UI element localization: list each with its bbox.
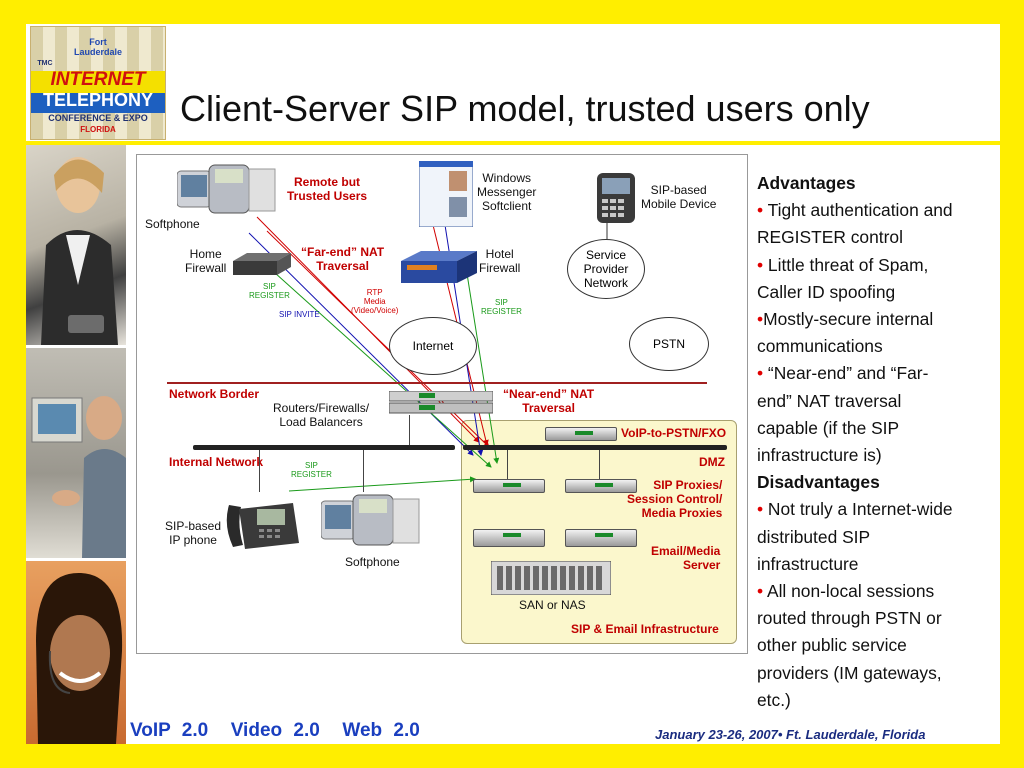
home-firewall-icon: [233, 251, 291, 277]
photo-woman-headset: [26, 561, 126, 744]
hotel-firewall-label: Hotel Firewall: [479, 247, 521, 275]
advantage-text-2: Little threat of Spam, Caller ID spoofin…: [757, 254, 929, 302]
voip-pstn-label: VoIP-to-PSTN/FXO: [621, 426, 727, 440]
internal-network-label: Internal Network: [169, 455, 264, 469]
footer-tagline: VoIP 2.0 Video 2.0 Web 2.0: [130, 720, 420, 741]
photo-strip: [26, 145, 126, 744]
advantage-text-1: Tight authentication and REGISTER contro…: [757, 200, 953, 248]
sip-invite-label: SIP INVITE: [279, 310, 320, 319]
disadvantages-heading: Disadvantages: [757, 472, 880, 493]
disadvantage-item-2: • All non-local sessions routed through …: [757, 578, 962, 714]
man-computer-illustration: [31, 396, 126, 558]
router-stack-icon: [388, 390, 494, 415]
advantage-item-2: • Little threat of Spam, Caller ID spoof…: [757, 252, 962, 306]
advantage-item-3: •Mostly-secure internal communications: [757, 306, 962, 360]
softphone-bottom-label: Softphone: [345, 555, 400, 569]
slide-title: Client-Server SIP model, trusted users o…: [180, 88, 870, 129]
logo-telephony: TELEPHONY: [42, 90, 153, 110]
near-end-nat-label: “Near-end” NAT Traversal: [503, 387, 595, 415]
ip-phone-icon: [223, 495, 301, 551]
logo-fort: Fort: [89, 37, 107, 47]
advantage-text-4: “Near-end” and “Far-end” NAT traversal c…: [757, 363, 929, 466]
dmz-label: DMZ: [699, 455, 725, 469]
email-server-1: [473, 529, 545, 547]
advantage-text-3: Mostly-secure internal communications: [757, 309, 934, 357]
routers-label: Routers/Firewalls/ Load Balancers: [273, 401, 370, 429]
softphone-bottom-icon: [320, 493, 421, 549]
sip-register-label-1: SIP REGISTER: [249, 282, 290, 300]
softphone-top-icon: [176, 163, 277, 215]
far-end-green-line: [254, 254, 492, 468]
footer-date-location: January 23-26, 2007• Ft. Lauderdale, Flo…: [655, 727, 926, 742]
network-border-label: Network Border: [169, 387, 260, 401]
dmz-bar: [463, 445, 727, 450]
pstn-cloud: PSTN: [629, 317, 709, 371]
title-rule: [26, 141, 1000, 145]
internal-drop-2: [363, 450, 364, 492]
logo-lauderdale: Lauderdale: [73, 47, 122, 57]
bullet-dot: •: [757, 581, 764, 602]
photo-man-computer: [26, 348, 126, 558]
sip-register-label-3: SIP REGISTER: [291, 461, 332, 479]
sip-ip-phone-label: SIP-based IP phone: [165, 519, 222, 547]
bullet-dot: •: [757, 200, 764, 221]
woman-pda-illustration: [41, 157, 118, 345]
voip-pstn-gateway: [545, 427, 617, 441]
advantage-item-1: • Tight authentication and REGISTER cont…: [757, 197, 962, 251]
bullet-dot: •: [757, 499, 764, 520]
windows-messenger-label: Windows Messenger Softclient: [477, 171, 537, 213]
rtp-media-label: RTP Media (Video/Voice): [351, 288, 399, 315]
bullet-list: Advantages • Tight authentication and RE…: [757, 170, 962, 714]
sip-proxy-server-1: [473, 479, 545, 493]
email-media-label: Email/Media Server: [651, 544, 721, 572]
far-end-nat-label: “Far-end” NAT Traversal: [301, 245, 385, 273]
softphone-top-label: Softphone: [145, 217, 200, 231]
advantages-heading: Advantages: [757, 173, 856, 193]
bullet-dot: •: [757, 363, 764, 384]
logo-internet: INTERNET: [50, 69, 146, 90]
bullet-dot: •: [757, 309, 764, 330]
dmz-drop-2: [599, 450, 600, 480]
sip-proxy-server-2: [565, 479, 637, 493]
disadvantage-text-1: Not truly a Internet-wide distributed SI…: [757, 499, 953, 574]
san-nas-icon: [490, 560, 612, 596]
mobile-device-icon: [595, 173, 637, 223]
logo-tmc: TMC: [37, 60, 53, 67]
pstn-label: PSTN: [652, 337, 685, 351]
internet-cloud: Internet: [389, 317, 477, 375]
logo-conference: CONFERENCE & EXPO: [48, 113, 148, 123]
email-server-2: [565, 529, 637, 547]
service-provider-cloud: Service Provider Network: [567, 239, 645, 299]
remote-users-label: Remote but Trusted Users: [287, 175, 368, 203]
service-provider-label: Service Provider Network: [583, 248, 629, 290]
san-nas-label: SAN or NAS: [519, 598, 586, 612]
dmz-drop-1: [507, 450, 508, 480]
logo-florida: FLORIDA: [80, 125, 116, 134]
internet-label: Internet: [412, 339, 454, 353]
disadvantage-item-1: • Not truly a Internet-wide distributed …: [757, 496, 962, 578]
sip-proxies-label: SIP Proxies/ Session Control/ Media Prox…: [627, 478, 723, 520]
router-drop: [409, 415, 410, 445]
disadvantage-text-2: All non-local sessions routed through PS…: [757, 581, 942, 710]
windows-messenger-icon: [418, 160, 474, 228]
infra-label: SIP & Email Infrastructure: [571, 622, 719, 636]
internal-drop-1: [259, 450, 260, 492]
home-firewall-label: Home Firewall: [185, 247, 227, 275]
sip-register-label-2: SIP REGISTER: [481, 298, 522, 316]
internal-green-line: [288, 476, 476, 492]
woman-headset-illustration: [36, 572, 123, 744]
bullet-dot: •: [757, 254, 764, 275]
advantage-item-4: • “Near-end” and “Far-end” NAT traversal…: [757, 360, 962, 469]
sip-mobile-label: SIP-based Mobile Device: [641, 183, 717, 211]
hotel-firewall-icon: [401, 249, 477, 285]
network-diagram: Softphone Remote but Trusted Users Windo…: [136, 154, 748, 654]
far-end-blue-line: [248, 232, 474, 456]
photo-woman-pda: [26, 145, 126, 345]
internal-network-bar: [193, 445, 455, 450]
conference-logo: Fort Lauderdale TMC INTERNET TELEPHONY C…: [30, 26, 166, 140]
hotel-green-line: [464, 260, 500, 464]
